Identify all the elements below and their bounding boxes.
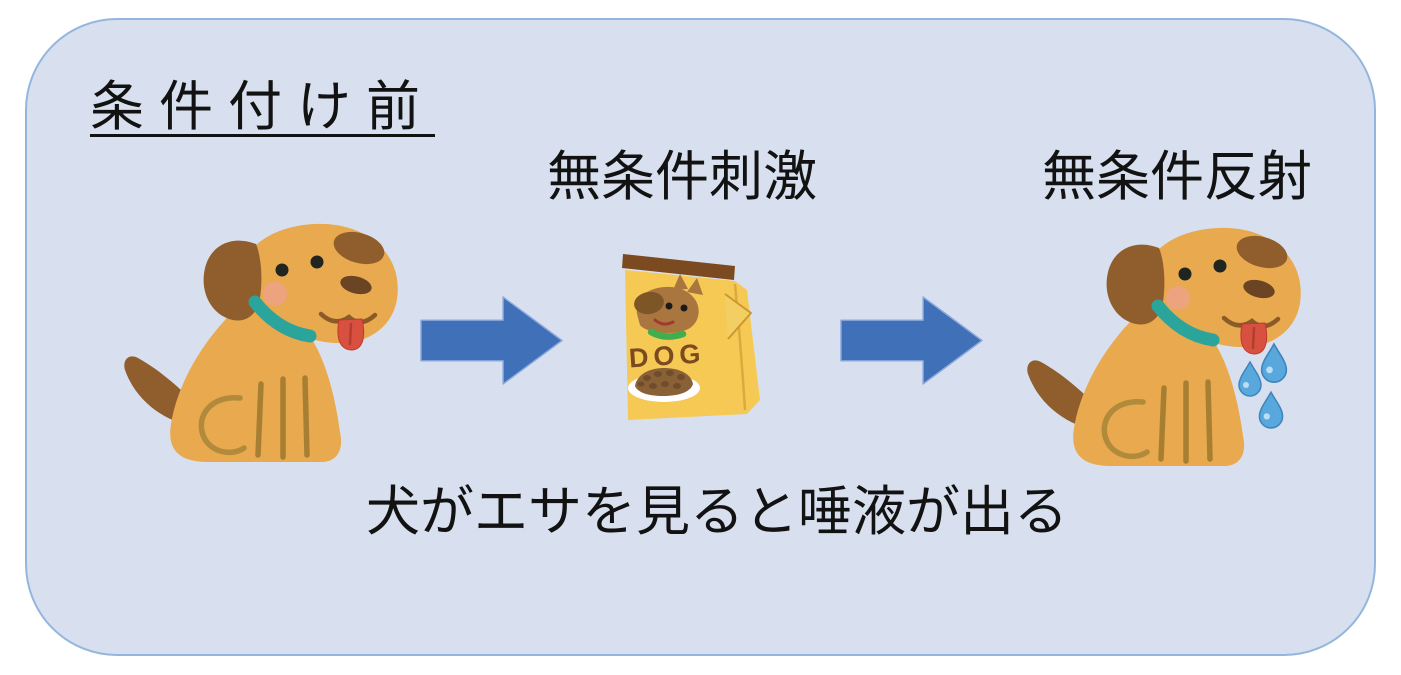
panel-title: 条件付け前 [90, 77, 435, 137]
bag-dog-graphic [634, 274, 703, 340]
saliva-drops-icon [1238, 343, 1288, 429]
caption-text: 犬がエサを見ると唾液が出る [366, 482, 1068, 542]
arrow-right-icon [420, 296, 563, 385]
bag-fold [724, 293, 752, 340]
arrow-right-icon [840, 296, 983, 385]
dog-icon [109, 208, 409, 473]
before-conditioning-panel: 条件付け前 無条件刺激 無条件反射 [25, 18, 1376, 656]
bag-seal [622, 254, 735, 280]
bag-label-text: DOG [628, 338, 706, 373]
bag-kibble-plate [628, 368, 700, 402]
drooling-dog-icon [1012, 212, 1322, 477]
unconditioned-stimulus-label: 無条件刺激 [547, 147, 817, 207]
unconditioned-reflex-label: 無条件反射 [1042, 147, 1312, 207]
dog-food-bag-icon: DOG [622, 254, 760, 420]
